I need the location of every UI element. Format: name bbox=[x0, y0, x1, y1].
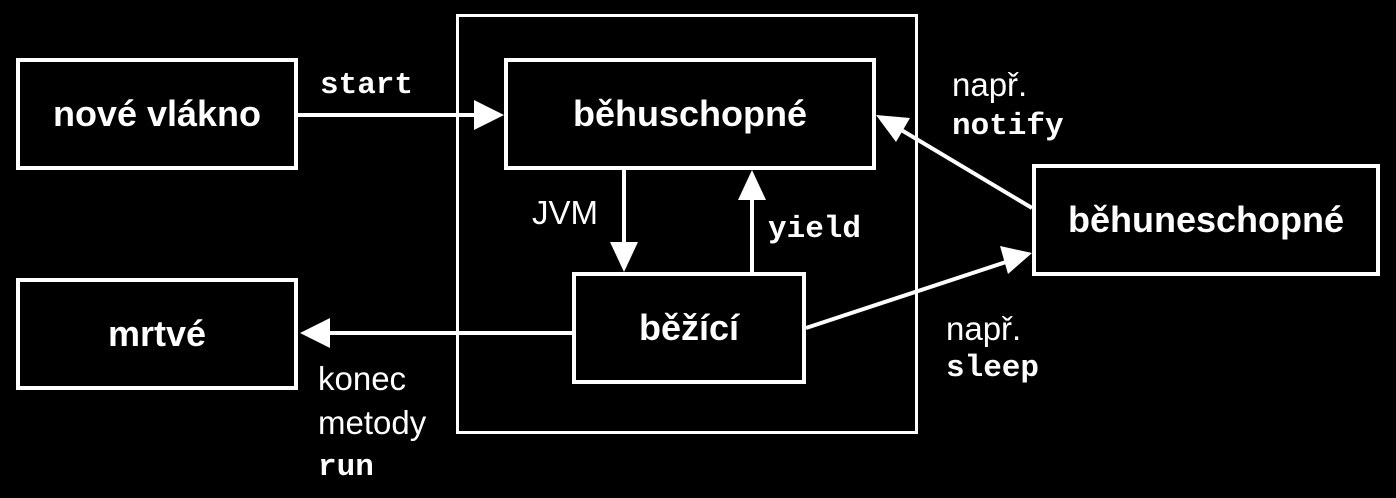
state-new-thread-label: nové vlákno bbox=[52, 93, 262, 134]
state-runnable: běhuschopné bbox=[504, 58, 876, 170]
label-start: start bbox=[320, 68, 414, 103]
jvm-container bbox=[456, 14, 918, 434]
arrow-start bbox=[298, 100, 504, 130]
arrow-jvm bbox=[610, 170, 638, 272]
label-jvm: JVM bbox=[532, 194, 598, 231]
state-not-runnable-label: běhuneschopné bbox=[1067, 199, 1345, 240]
label-end-line3: run bbox=[318, 450, 374, 485]
state-not-runnable: běhuneschopné bbox=[1032, 164, 1380, 276]
label-sleep: sleep bbox=[946, 351, 1040, 386]
state-running-label: běžící bbox=[638, 307, 740, 348]
label-sleep-prefix: např. bbox=[946, 310, 1022, 347]
label-end-line1: konec bbox=[318, 360, 407, 397]
label-notify: notify bbox=[952, 109, 1064, 144]
state-new-thread: nové vlákno bbox=[16, 58, 298, 170]
label-notify-prefix: např. bbox=[952, 66, 1028, 103]
arrow-yield bbox=[738, 170, 766, 272]
arrow-notify bbox=[876, 115, 1034, 210]
label-yield: yield bbox=[768, 212, 862, 247]
state-dead: mrtvé bbox=[16, 278, 298, 390]
state-running: běžící bbox=[572, 272, 806, 384]
arrow-sleep bbox=[805, 246, 1032, 330]
state-runnable-label: běhuschopné bbox=[572, 93, 808, 134]
state-dead-label: mrtvé bbox=[107, 313, 207, 354]
label-end-line2: metody bbox=[318, 404, 427, 441]
arrow-end bbox=[300, 318, 572, 348]
